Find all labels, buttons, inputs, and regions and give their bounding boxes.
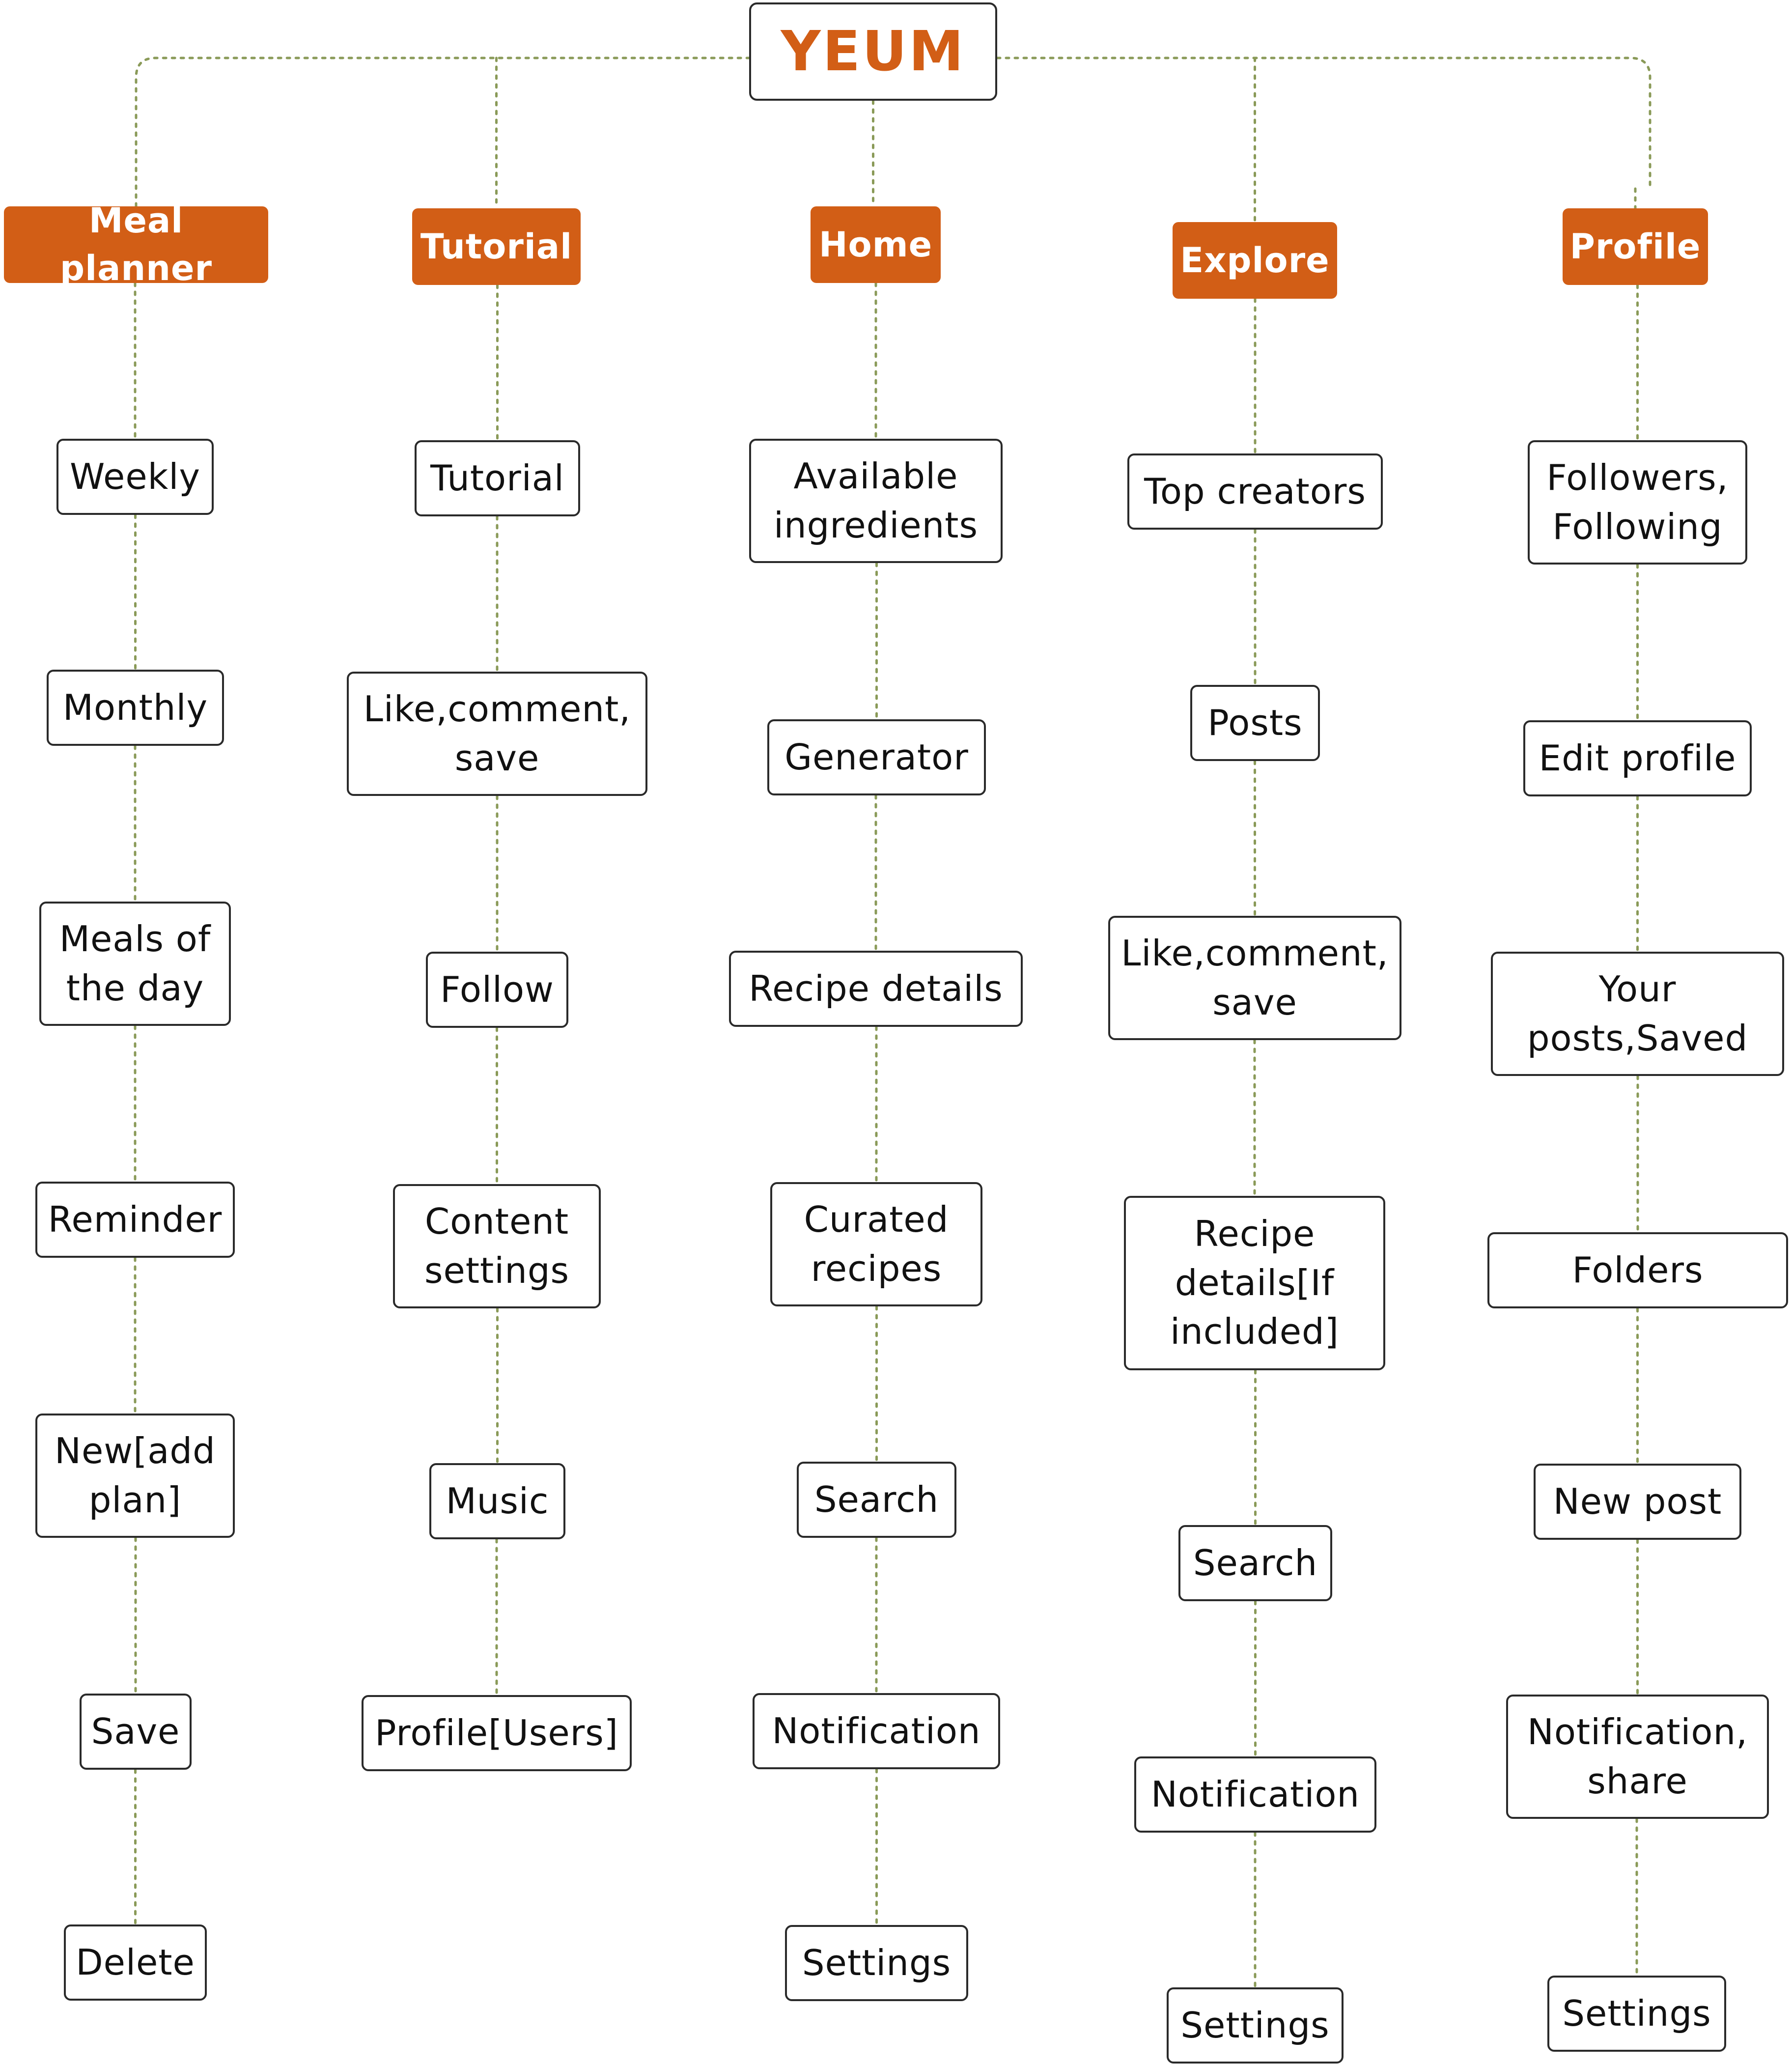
node-reminder: Reminder [35, 1182, 235, 1258]
node-meals-of-the-day: Meals of the day [39, 902, 231, 1026]
connector-bus-right [996, 57, 1652, 190]
node-settings: Settings [1547, 1976, 1726, 2052]
node-generator: Generator [767, 719, 986, 795]
node-your-posts-saved: Your posts,Saved [1491, 952, 1784, 1076]
node-new-post: New post [1534, 1464, 1741, 1540]
section-explore: Explore [1173, 222, 1337, 299]
node-search: Search [1178, 1525, 1332, 1601]
section-meal-planner: Meal planner [4, 200, 268, 288]
node-curated-recipes: Curated recipes [770, 1182, 982, 1306]
node-tutorial: Tutorial [415, 440, 580, 516]
node-save: Save [80, 1694, 192, 1770]
node-new-add-plan: New[add plan] [35, 1414, 235, 1538]
node-monthly: Monthly [47, 670, 224, 746]
node-settings: Settings [1167, 1987, 1344, 2064]
node-settings: Settings [785, 1925, 968, 2001]
node-follow: Follow [426, 952, 568, 1028]
node-profile-users: Profile[Users] [362, 1695, 632, 1771]
node-like-comment-save: Like,comment, save [1108, 916, 1401, 1040]
node-notification: Notification [753, 1693, 1000, 1769]
node-music: Music [429, 1463, 565, 1539]
node-available-ingredients: Available ingredients [749, 439, 1003, 563]
node-search: Search [797, 1462, 956, 1538]
node-recipe-details: Recipe details [729, 951, 1023, 1027]
node-folders: Folders [1487, 1232, 1788, 1308]
node-weekly: Weekly [56, 439, 214, 515]
node-top-creators: Top creators [1127, 453, 1383, 530]
section-tutorial: Tutorial [412, 208, 581, 285]
section-home: Home [811, 206, 941, 283]
connector-bus-left [135, 57, 751, 208]
root-node-yeum: YEUM [749, 2, 997, 101]
node-content-settings: Content settings [393, 1184, 601, 1308]
node-like-comment-save: Like,comment, save [347, 672, 647, 796]
node-edit-profile: Edit profile [1523, 720, 1752, 796]
node-delete: Delete [64, 1924, 207, 2001]
node-recipe-details-if-included: Recipe details[If included] [1124, 1196, 1385, 1370]
section-profile: Profile [1563, 208, 1708, 285]
node-notification: Notification [1134, 1756, 1376, 1833]
node-notification-share: Notification, share [1506, 1695, 1769, 1819]
node-followers-following: Followers, Following [1528, 440, 1747, 565]
node-posts: Posts [1190, 685, 1320, 761]
